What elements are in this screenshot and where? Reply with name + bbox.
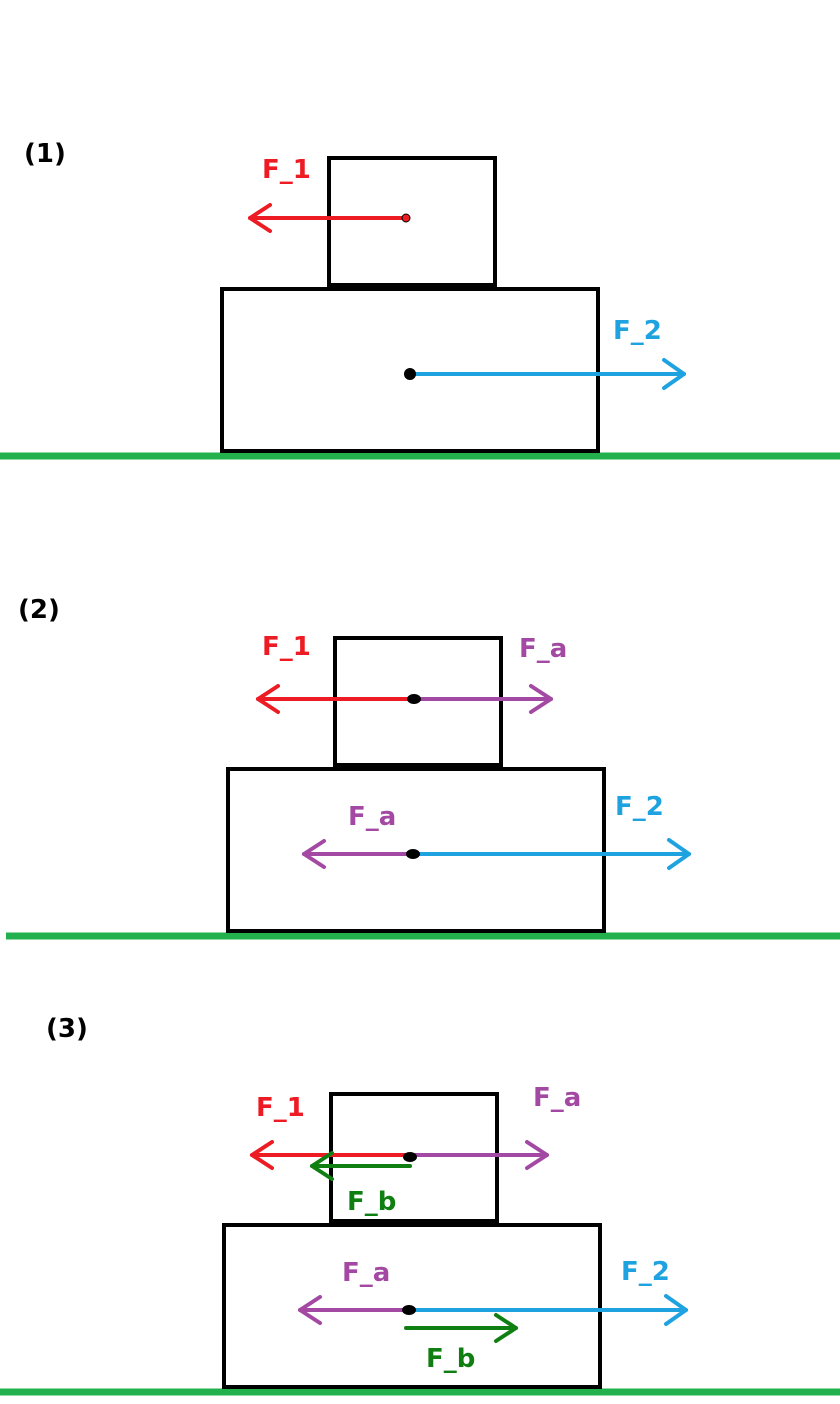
panel-2-fa-top-label: F_a xyxy=(519,634,567,664)
panel-1-f1-label: F_1 xyxy=(262,155,311,185)
panel-2-f2-arrow xyxy=(410,838,691,870)
panel-1-number: (1) xyxy=(24,139,66,169)
panel-2-fa-bottom-label: F_a xyxy=(348,802,396,832)
panel-2-f2-label: F_2 xyxy=(615,792,664,822)
panel-2: (2) F_1 F_a F_a F_2 xyxy=(6,595,840,940)
panel-2-f1-label: F_1 xyxy=(262,632,311,662)
panel-2-f1-arrow xyxy=(256,684,414,714)
panel-3-fb-bottom-arrow xyxy=(404,1313,518,1343)
panel-3-bottom-center-dot xyxy=(402,1305,416,1315)
panel-3-fa-bottom-label: F_a xyxy=(342,1258,390,1288)
panel-2-top-center-dot xyxy=(407,694,421,704)
panel-2-bottom-block xyxy=(226,767,606,933)
panel-2-fa-top-arrow xyxy=(410,684,553,714)
panel-1-bottom-center-dot xyxy=(404,368,416,380)
panel-3-f1-label: F_1 xyxy=(256,1093,305,1123)
panel-3: (3) F_1 F_a F_b xyxy=(0,1014,840,1396)
panel-3-fa-bottom-arrow xyxy=(298,1295,410,1325)
panel-2-fa-bottom-arrow xyxy=(302,839,414,869)
panel-1-f2-label: F_2 xyxy=(613,316,662,346)
panel-3-f2-label: F_2 xyxy=(621,1257,670,1287)
panel-3-fb-top-arrow xyxy=(310,1151,412,1181)
panel-3-fb-top-label: F_b xyxy=(347,1187,396,1217)
panel-3-top-center-dot xyxy=(403,1152,417,1162)
panel-1-bottom-block xyxy=(220,287,600,453)
panel-1: (1) F_1 F_2 xyxy=(0,139,840,460)
panel-3-fa-top-label: F_a xyxy=(533,1083,581,1113)
panel-1-top-center-dot xyxy=(401,213,411,223)
panel-3-f2-arrow xyxy=(406,1294,688,1326)
panel-3-fb-bottom-label: F_b xyxy=(426,1344,475,1374)
panel-3-number: (3) xyxy=(46,1014,88,1044)
panel-1-f1-arrow xyxy=(248,203,408,233)
panel-1-top-block xyxy=(327,156,497,287)
panel-3-fa-top-arrow xyxy=(406,1140,549,1170)
panel-1-f2-arrow xyxy=(408,358,686,390)
panel-3-bottom-block xyxy=(222,1223,602,1389)
panel-2-bottom-center-dot xyxy=(406,849,420,859)
panel-2-number: (2) xyxy=(18,595,60,625)
